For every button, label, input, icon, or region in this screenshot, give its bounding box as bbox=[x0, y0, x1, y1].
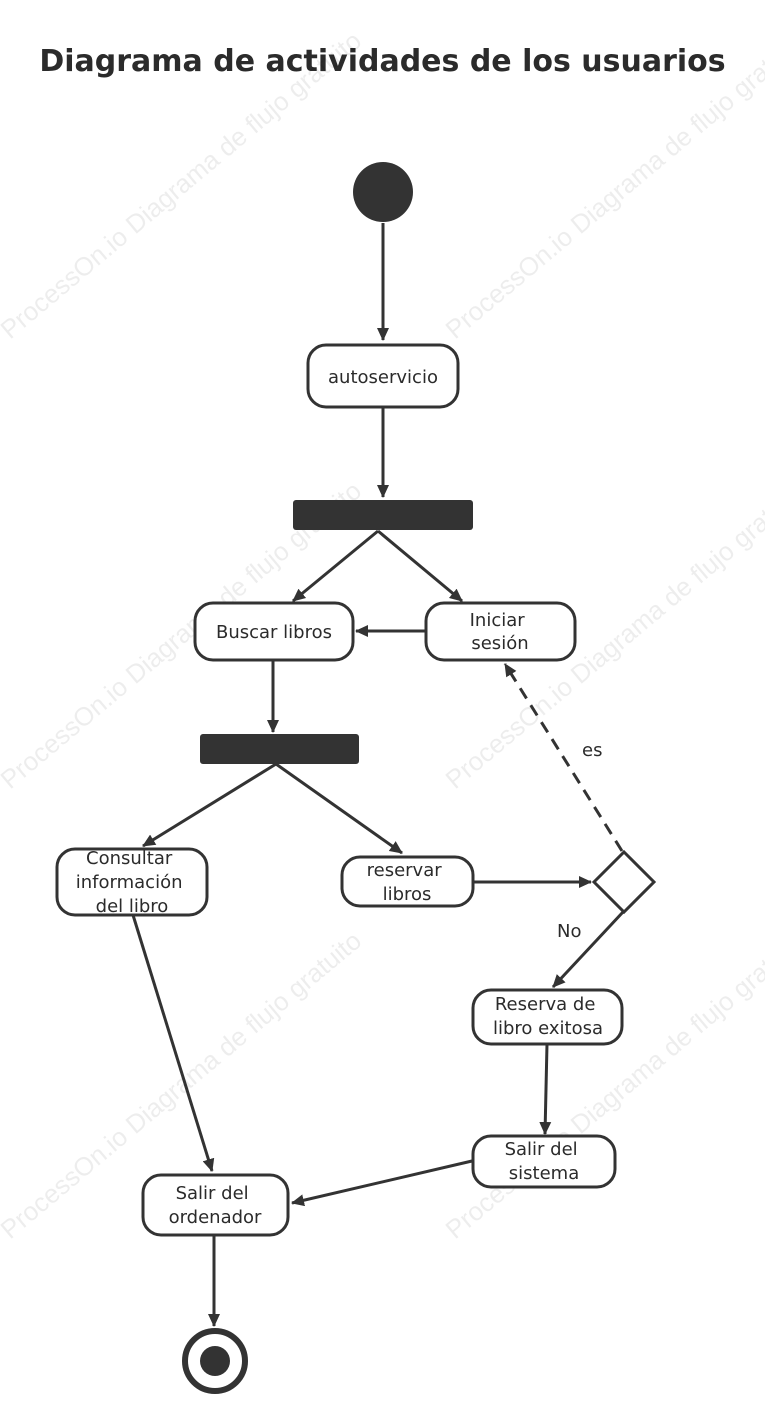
activity-autoservicio: autoservicio bbox=[306, 343, 460, 409]
watermark-text: ProcessOn.io Diagrama de flujo gratuito bbox=[440, 925, 765, 1244]
fork-bar-2 bbox=[200, 734, 359, 764]
watermark-text: ProcessOn.io Diagrama de flujo gratuito bbox=[440, 25, 765, 344]
activity-reserva-exitosa: Reserva de libro exitosa bbox=[471, 988, 624, 1046]
edge-reserva-exitosa-to-salir-sistema bbox=[539, 1043, 552, 1135]
activity-salir-ordenador: Salir del ordenador bbox=[141, 1173, 290, 1237]
edge-label-no: No bbox=[557, 921, 581, 942]
edges bbox=[131, 223, 625, 1327]
edge-fork2-to-reservar bbox=[275, 762, 403, 855]
edge-salir-sistema-to-salir-ordenador bbox=[291, 1159, 473, 1207]
edge-fork1-to-iniciar bbox=[377, 529, 463, 603]
diagram-title: Diagrama de actividades de los usuarios bbox=[39, 44, 726, 79]
node-label: Buscar libros bbox=[216, 622, 332, 643]
node-label: Salir del sistema bbox=[505, 1139, 584, 1184]
end-node bbox=[182, 1328, 248, 1394]
watermark-text: ProcessOn.io Diagrama de flujo gratuito bbox=[0, 25, 367, 344]
edge-fork2-to-consultar bbox=[142, 762, 277, 848]
edge-decision-to-reserva-exitosa bbox=[551, 910, 625, 989]
node-label: Reserva de libro exitosa bbox=[493, 994, 603, 1039]
edge-decision-to-iniciar-dashed bbox=[503, 663, 624, 852]
node-label: Iniciar sesión bbox=[470, 610, 531, 654]
activity-iniciar-sesion: Iniciar sesión bbox=[424, 601, 577, 662]
edge-label-es: es bbox=[582, 740, 602, 761]
edge-consultar-to-salir-ordenador bbox=[131, 914, 215, 1172]
node-label: autoservicio bbox=[328, 367, 438, 388]
edge-fork1-to-buscar bbox=[292, 529, 379, 603]
activity-reservar-libros: reservar libros bbox=[340, 855, 475, 908]
node-label: Consultar información del libro bbox=[76, 848, 188, 917]
node-label: reservar libros bbox=[367, 860, 448, 905]
decision-diamond bbox=[591, 849, 657, 915]
activity-salir-sistema: Salir del sistema bbox=[471, 1134, 617, 1189]
activity-buscar-libros: Buscar libros bbox=[193, 601, 355, 662]
activity-consultar-informacion: Consultar información del libro bbox=[55, 847, 209, 917]
fork-bar-1 bbox=[293, 500, 473, 530]
node-label: Salir del ordenador bbox=[169, 1183, 262, 1228]
start-node bbox=[353, 162, 413, 222]
